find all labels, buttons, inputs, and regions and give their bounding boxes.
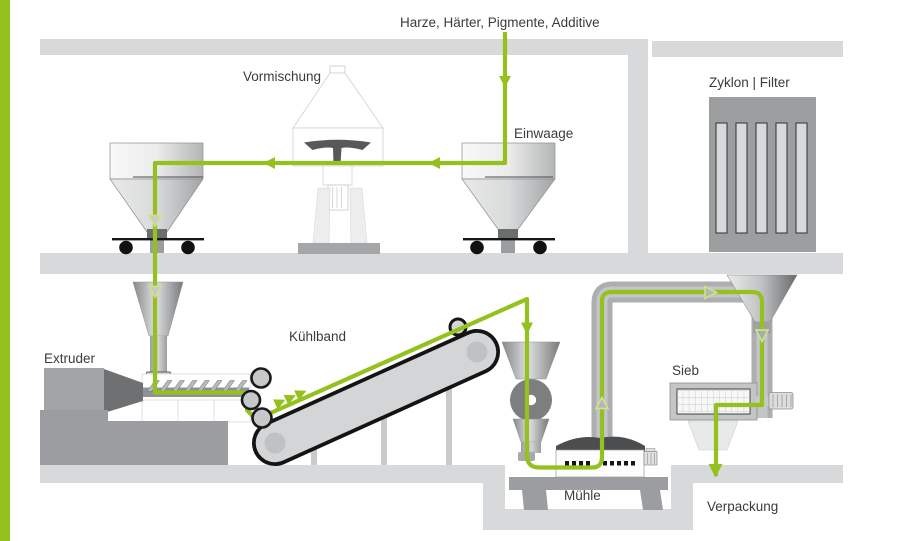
mill-pedestal-leg: [640, 490, 663, 510]
upper-floor: [40, 253, 843, 274]
flow-arrows-solid: [263, 76, 723, 478]
weighing-hopper: [461, 142, 556, 255]
extruder-feed-stem: [150, 336, 167, 374]
pellet-roller: [250, 367, 272, 389]
ground-floor-left: [40, 465, 505, 483]
weighing-hopper-outlet: [498, 229, 518, 240]
flow-arrow-down-outline: [147, 285, 163, 299]
flow-arrow-up-outline: [594, 395, 610, 410]
extruder-feed-funnel: [132, 281, 184, 337]
ceiling-right: [652, 41, 843, 57]
label-cyclone-filter: Zyklon | Filter: [709, 75, 790, 90]
extruder-frame-lines: [142, 399, 250, 422]
flow-arrow-down-outline: [754, 329, 770, 344]
premixer-grille-lines: [332, 187, 342, 208]
sieve-motor: [768, 392, 794, 410]
labels: Harze, Härter, Pigmente, Additive Vormis…: [44, 15, 790, 514]
pellet-roller: [251, 407, 273, 429]
mill-feed-unit: [501, 341, 561, 461]
belt-drum-lower: [264, 432, 286, 454]
label-ingredients: Harze, Härter, Pigmente, Additive: [400, 15, 600, 30]
flow-arrow-down-outline: [147, 214, 163, 228]
flow-arrow-left: [263, 157, 275, 169]
filter-slat: [715, 122, 728, 234]
label-extruder: Extruder: [44, 351, 96, 366]
cyclone-filter-unit: [709, 97, 816, 252]
weighing-hopper-axle: [463, 238, 555, 241]
premixer-leg-left: [312, 187, 331, 244]
filter-slats: [715, 122, 808, 234]
filter-slat: [735, 122, 748, 234]
cooling-belt-conveyor: [252, 317, 500, 466]
extruder-machine: [40, 281, 251, 465]
weighing-hopper-support: [501, 240, 515, 253]
label-sieve: Sieb: [672, 363, 699, 378]
mill-pedestal-leg: [522, 490, 548, 510]
premixer-base: [298, 243, 380, 254]
sieve-motor-ribs: [772, 394, 792, 407]
flow-arrow-down: [521, 322, 533, 335]
weighing-hopper-cone: [461, 178, 556, 233]
label-weighing: Einwaage: [514, 126, 573, 141]
pit-wall-left: [483, 483, 505, 511]
label-packaging: Verpackung: [707, 499, 778, 514]
belt-surface: [255, 332, 497, 463]
label-cooling-belt: Kühlband: [289, 329, 346, 344]
mill-motor-cap: [645, 448, 656, 452]
extruder-motor: [44, 368, 104, 412]
mill-feed-hopper: [501, 341, 561, 380]
weighing-hopper-wheel: [533, 240, 547, 255]
sieve-discharge-bag: [687, 420, 739, 451]
material-flow-line: [152, 32, 765, 476]
mill-motor: [643, 451, 658, 466]
pit-wall-right: [671, 483, 693, 510]
mixer-propeller-icon: [304, 139, 371, 165]
premixer-leg-right: [349, 187, 368, 244]
sieve-unit: [669, 382, 794, 451]
flow-chevron: [294, 390, 307, 401]
extruder-nozzle: [104, 369, 143, 413]
belt-drum-upper: [466, 341, 488, 363]
filter-slat: [755, 122, 768, 234]
flow-chevron: [283, 394, 296, 405]
storage-hopper-wheel: [119, 240, 133, 255]
mill-motor-ribs: [647, 453, 655, 464]
sieve-mesh-grid: [677, 389, 750, 414]
premixer-grille: [327, 184, 349, 211]
room-divider-wall: [628, 39, 648, 253]
ceiling-left: [40, 39, 630, 55]
extruder-base-right: [108, 421, 228, 465]
belt-leg: [446, 365, 452, 465]
premixer-machine: [292, 65, 384, 254]
premixer-inlet-tube: [329, 65, 346, 74]
left-accent-bar: [0, 0, 10, 541]
grinder-funnel: [512, 418, 550, 443]
flow-arrows-outlined: [147, 214, 770, 410]
belt-leg: [381, 394, 387, 465]
pellet-roller: [240, 389, 262, 411]
filter-slat: [795, 122, 808, 234]
flow-arrow-right-outline: [704, 285, 719, 300]
mill-vibrator-dashes: [565, 461, 635, 466]
pit-floor: [483, 509, 693, 530]
storage-hopper-axle: [112, 238, 204, 241]
mill-pedestal: [509, 477, 668, 490]
grinder-tube: [521, 442, 541, 453]
flow-arrow-down: [499, 76, 511, 88]
pellet-rollers: [240, 367, 273, 429]
flow-arrow-down: [708, 464, 723, 478]
extruder-base-left: [40, 410, 108, 465]
weighing-hopper-wheel: [470, 240, 484, 255]
filter-slat: [775, 122, 788, 234]
premixer-neck: [322, 165, 353, 186]
flow-arrow-left: [428, 157, 440, 169]
ground-floor-right: [671, 465, 843, 483]
flow-chevron: [273, 399, 286, 410]
label-mill: Mühle: [564, 488, 601, 503]
extruder-screw-flights: [146, 380, 248, 392]
storage-hopper-wheel: [181, 240, 195, 255]
label-premix: Vormischung: [243, 69, 321, 84]
